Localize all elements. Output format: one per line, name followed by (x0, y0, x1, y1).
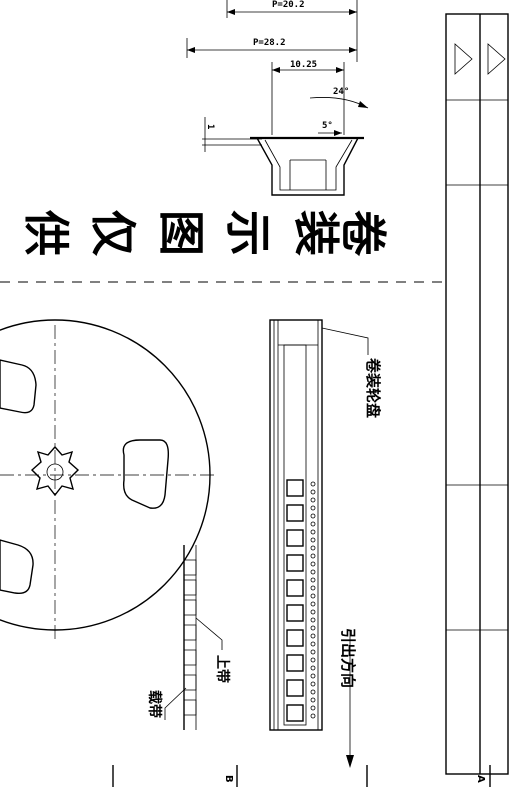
title-char: 装 (289, 210, 343, 256)
dim-inner-width: 10.25 (290, 60, 317, 70)
margin-marks: A B (112, 765, 491, 787)
title-char: 仅 (86, 210, 140, 257)
margin-mark-b: B (223, 775, 234, 783)
title-char: 图 (154, 210, 208, 256)
dim-height: 1 (205, 124, 215, 129)
tape-pocket (286, 529, 304, 547)
projection-triangle-icon (454, 43, 473, 75)
cover-tape-label: 上带 (214, 655, 230, 683)
dim-width-total: P=28.2 (253, 38, 286, 48)
tape-pocket (286, 554, 304, 572)
dim-angle-inner: 5° (322, 121, 333, 131)
dim-angle-outer: 24° (333, 87, 349, 97)
drawing-title: 卷 装 示 图 仅 供 (19, 210, 390, 257)
cavity-cross-section (250, 136, 364, 196)
tape-pocket (286, 654, 304, 672)
tape-pocket (286, 704, 304, 722)
feed-direction-label: 引出方向 (339, 628, 357, 688)
tape-pocket (286, 604, 304, 622)
arrow-down-icon (346, 755, 354, 768)
title-char: 供 (19, 210, 73, 256)
reel-label: 卷装轮盘 (364, 357, 382, 418)
dimension-group: P=20.2 P=28.2 10.25 24° 5° 1 (186, 0, 369, 152)
reel-front-view (0, 319, 215, 640)
dim-top-partial: P=20.2 (272, 0, 305, 10)
tape-pocket (286, 504, 304, 522)
title-char: 示 (221, 210, 275, 256)
projection-triangle-icon (487, 43, 506, 75)
title-block (445, 13, 509, 775)
tape-pocket (286, 479, 304, 497)
tape-pocket (286, 679, 304, 697)
title-char: 卷 (336, 210, 390, 257)
margin-mark-a: A (475, 775, 486, 783)
tape-pocket (286, 629, 304, 647)
carrier-tape-detail (164, 545, 223, 730)
tape-pocket (286, 579, 304, 597)
reel-side-view (269, 319, 369, 768)
carrier-tape-label: 载带 (146, 690, 163, 718)
